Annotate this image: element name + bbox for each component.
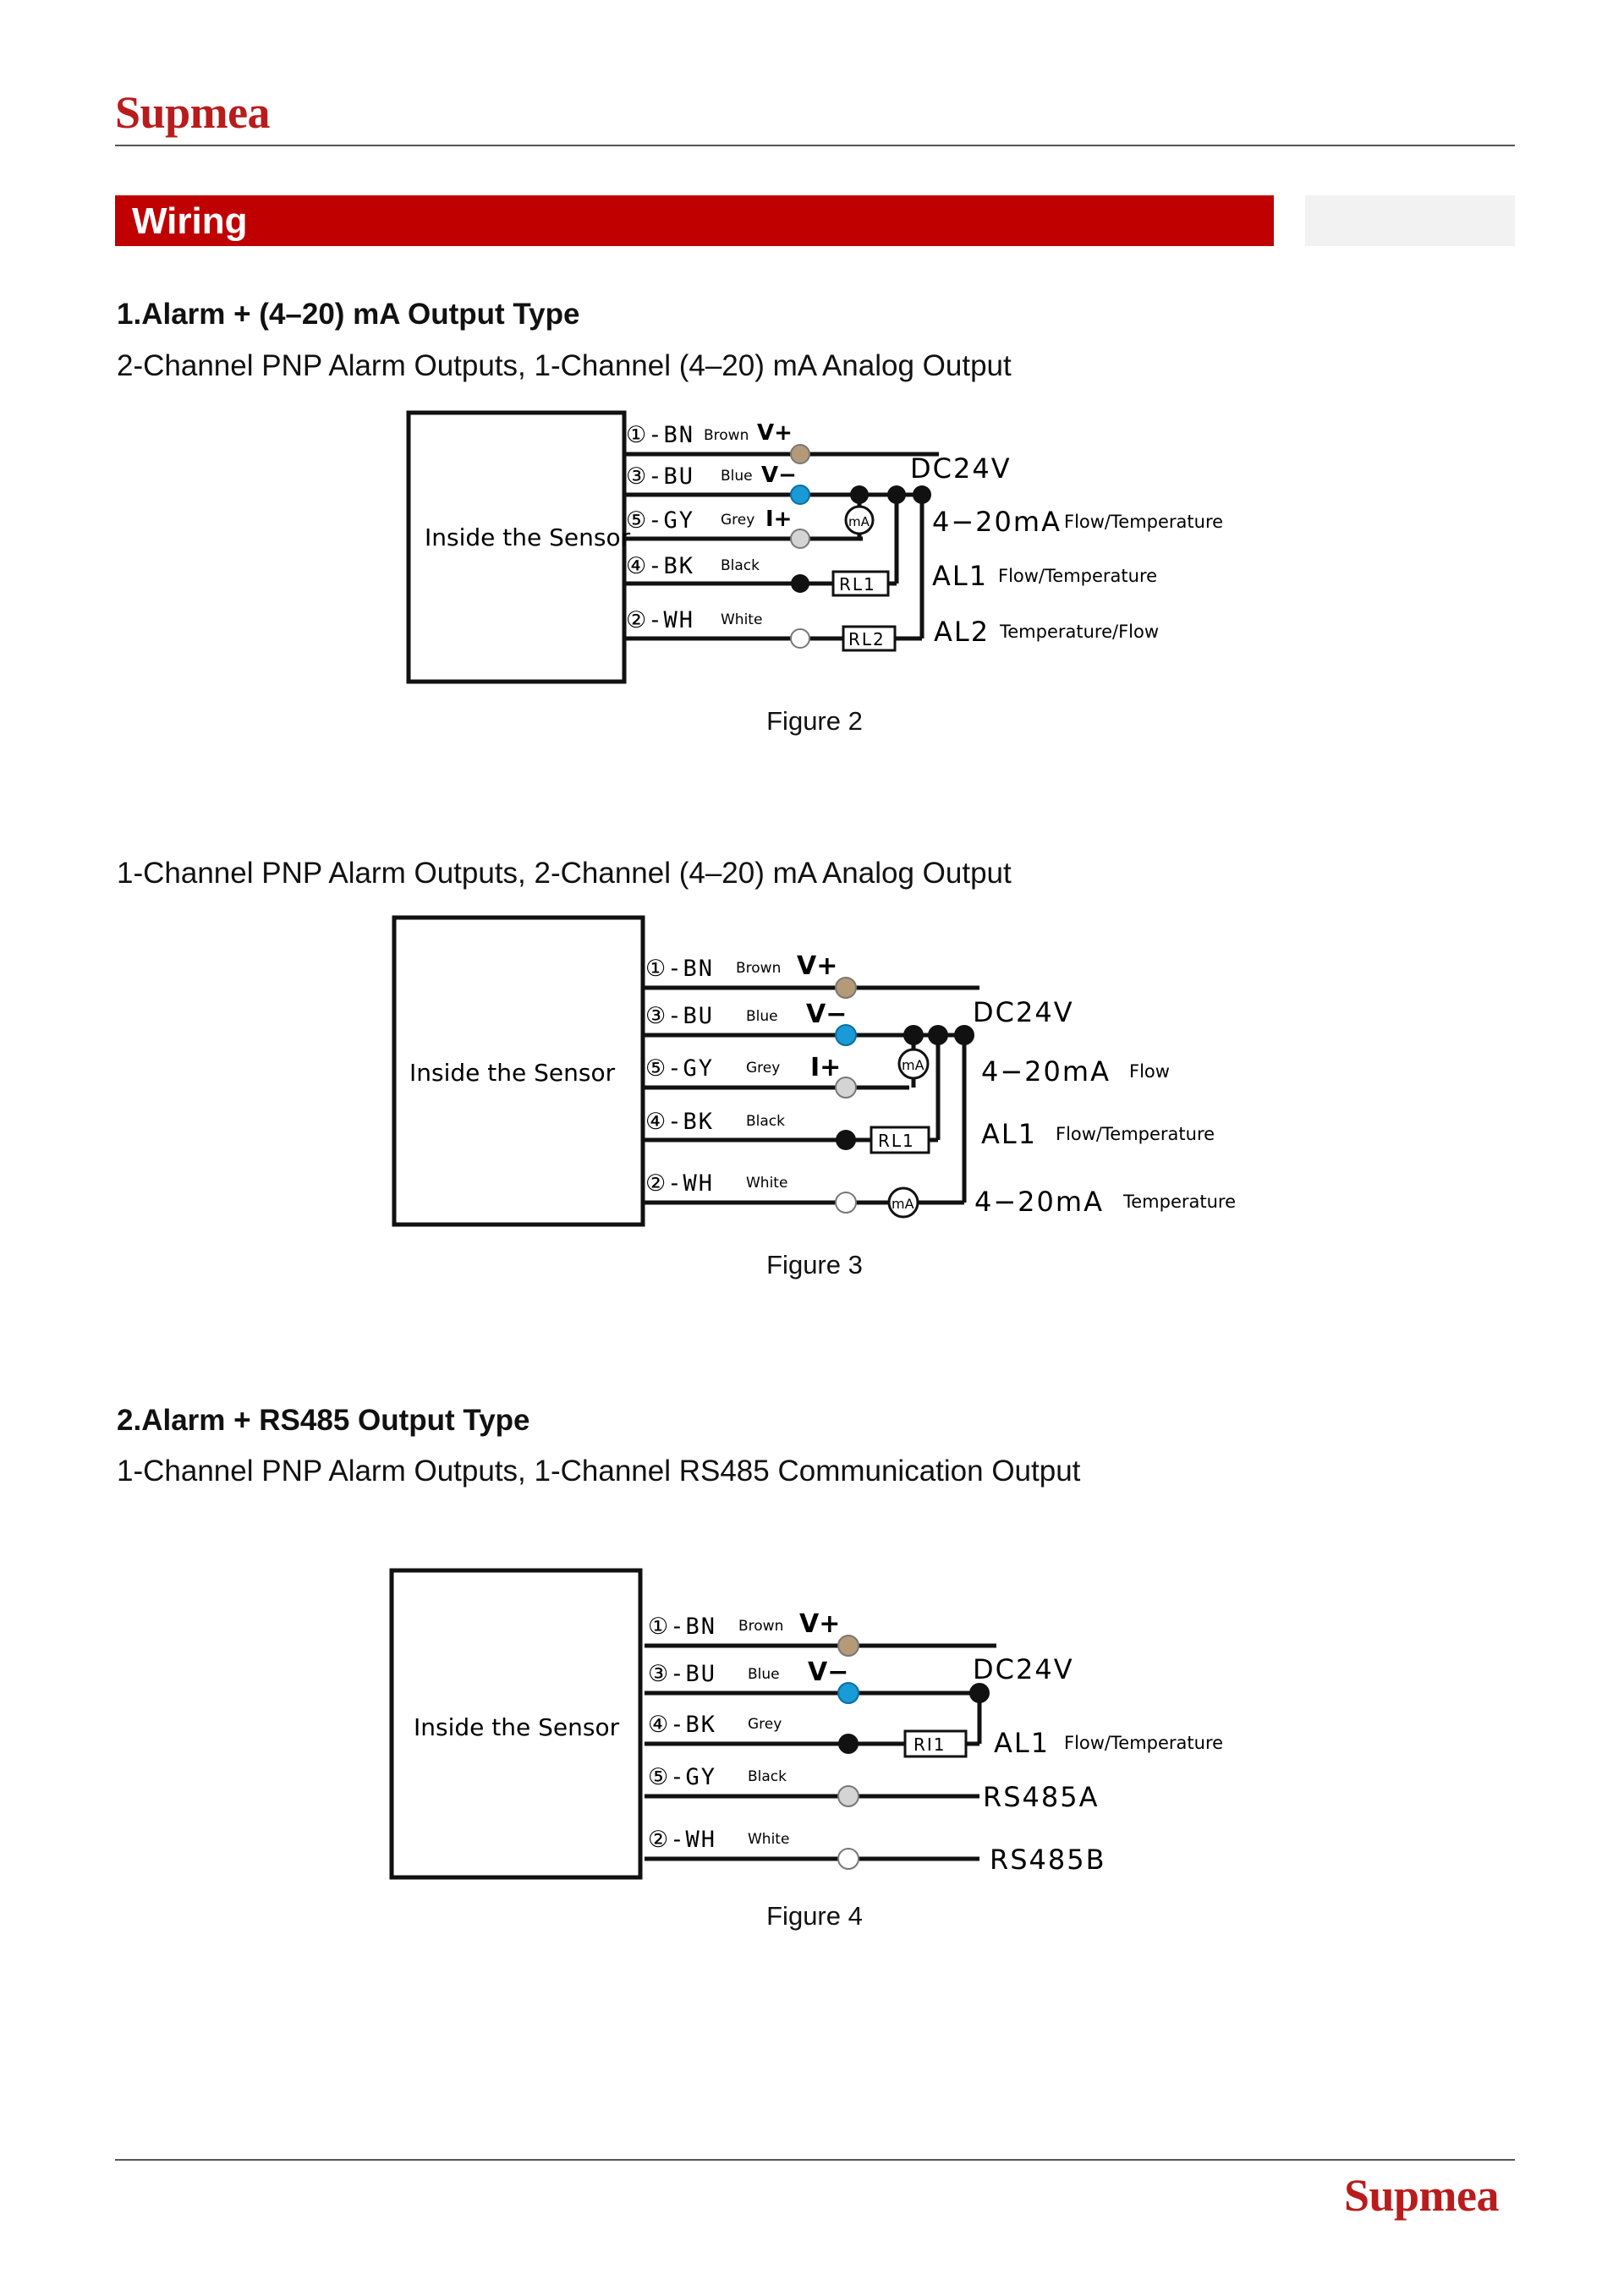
figure2-wire-2-sign: V− bbox=[761, 463, 797, 488]
figure3-wire-2-color: Blue bbox=[746, 1008, 778, 1025]
figure2-output-3-note: Temperature/Flow bbox=[999, 622, 1159, 642]
figure3-wire-3-color: Grey bbox=[746, 1060, 780, 1077]
figure2-relay2-box bbox=[842, 625, 897, 652]
figure2-output-3-label: AL2 bbox=[934, 616, 990, 648]
figure3-output-2-note: Flow/Temperature bbox=[1056, 1124, 1215, 1144]
figure3-output-1-note: Flow bbox=[1129, 1061, 1170, 1082]
figure2-meter-icon bbox=[844, 505, 875, 535]
figure3-wire-1-sign: V+ bbox=[797, 951, 837, 981]
figure2-meter-label: mA bbox=[848, 514, 870, 529]
figure4-wire-3-color: Grey bbox=[748, 1716, 782, 1733]
figure2-wire-2-color: Blue bbox=[721, 468, 753, 485]
figure2-caption: Figure 2 bbox=[766, 706, 863, 736]
figure3-sensor-label: Inside the Sensor bbox=[409, 1059, 616, 1087]
figure2-wire-4-color: Black bbox=[721, 557, 760, 574]
supmea-logo-top: Supmea bbox=[115, 87, 271, 138]
figure3-output-3-note: Temperature bbox=[1122, 1192, 1236, 1212]
figure2-wire-1-color: Brown bbox=[704, 427, 749, 444]
figure3-wire-3-sign: I+ bbox=[810, 1053, 841, 1082]
figure3-meter2-label: mA bbox=[892, 1196, 914, 1212]
figure4-wire-1-color: Brown bbox=[738, 1618, 783, 1635]
figure4-wire-2-sign: V− bbox=[808, 1658, 848, 1687]
figure4-output-2-label: RS485A bbox=[983, 1781, 1100, 1813]
figure4-wire-1-id: ①-BN bbox=[648, 1614, 716, 1640]
figure3-wire-5-id: ②-WH bbox=[645, 1170, 714, 1197]
figure2-wire-5-id: ②-WH bbox=[626, 607, 694, 633]
figure3-relay1-label: RL1 bbox=[878, 1131, 915, 1151]
figure2-output-2-note: Flow/Temperature bbox=[998, 566, 1157, 586]
figure3-wire-4-id: ④-BK bbox=[645, 1109, 714, 1135]
figure3-relay1-box bbox=[870, 1126, 930, 1154]
section-banner: Wiring bbox=[115, 195, 1274, 246]
figure2-output-2-label: AL1 bbox=[932, 560, 988, 592]
section2-heading: 2.Alarm + RS485 Output Type bbox=[117, 1404, 530, 1437]
figure3-wire-5-color: White bbox=[746, 1175, 787, 1192]
figure3-supply-label: DC24V bbox=[973, 996, 1074, 1028]
figure4-wire-1-sign: V+ bbox=[799, 1609, 840, 1639]
figure2-relay1-box bbox=[831, 570, 890, 597]
figure2-relay2-label: RL2 bbox=[848, 629, 886, 649]
figure2-output-1-label: 4−20mA bbox=[932, 506, 1062, 538]
figure4-caption: Figure 4 bbox=[766, 1901, 863, 1931]
figure2-relay1-label: RL1 bbox=[839, 574, 876, 595]
figure3-output-2-label: AL1 bbox=[981, 1118, 1037, 1150]
figure4-supply-label: DC24V bbox=[973, 1653, 1074, 1685]
figure4-sensor-label: Inside the Sensor bbox=[414, 1713, 620, 1741]
figure2-wire-2-id: ③-BU bbox=[626, 463, 694, 490]
figure3-wire-1-color: Brown bbox=[736, 960, 781, 977]
header-divider bbox=[115, 145, 1515, 146]
supmea-logo-bottom: Supmea bbox=[1343, 2170, 1500, 2221]
figure3-meter-label: mA bbox=[902, 1057, 924, 1073]
figure2-wire-4-id: ④-BK bbox=[626, 553, 694, 579]
figure3-wire-1-id: ①-BN bbox=[645, 956, 714, 982]
section1-heading: 1.Alarm + (4–20) mA Output Type bbox=[117, 298, 580, 331]
figure2-wire-3-color: Grey bbox=[721, 512, 754, 529]
figure2-wire-3-sign: I+ bbox=[765, 507, 792, 532]
section2-subtitle: 1-Channel PNP Alarm Outputs, 1-Channel R… bbox=[117, 1455, 1081, 1488]
figure3-caption: Figure 3 bbox=[766, 1250, 863, 1280]
banner-title: Wiring bbox=[132, 200, 248, 242]
figure3-sensor-box bbox=[392, 915, 645, 1227]
figure2-sensor-label: Inside the Sensor bbox=[425, 523, 631, 551]
figure3-wire-2-sign: V− bbox=[806, 1000, 847, 1029]
figure4-wire-5-id: ②-WH bbox=[648, 1827, 716, 1853]
section1-subtitle-b: 1-Channel PNP Alarm Outputs, 2-Channel (… bbox=[117, 857, 1012, 890]
banner-right-block bbox=[1305, 195, 1515, 246]
figure2-wire-5-color: White bbox=[721, 611, 762, 628]
figure2-sensor-box bbox=[406, 410, 627, 684]
figure3-meter-icon bbox=[897, 1048, 930, 1080]
figure4-output-1-label: AL1 bbox=[994, 1727, 1050, 1759]
figure4-output-3-label: RS485B bbox=[990, 1844, 1106, 1876]
figure3-output-3-label: 4−20mA bbox=[974, 1186, 1104, 1218]
figure4-relay1-label: RI1 bbox=[914, 1734, 946, 1755]
section1-subtitle-a: 2-Channel PNP Alarm Outputs, 1-Channel (… bbox=[117, 349, 1012, 382]
figure3-wire-2-id: ③-BU bbox=[645, 1003, 714, 1029]
figure4-wire-2-id: ③-BU bbox=[648, 1661, 716, 1687]
figure2-supply-label: DC24V bbox=[910, 452, 1012, 485]
figure4-sensor-box bbox=[389, 1568, 643, 1880]
figure3-wire-3-id: ⑤-GY bbox=[645, 1055, 714, 1082]
figure4-wire-3-id: ④-BK bbox=[648, 1712, 716, 1738]
figure2-output-1-note: Flow/Temperature bbox=[1064, 512, 1223, 532]
figure4-relay1-box bbox=[903, 1729, 968, 1758]
figure4-wire-4-color: Black bbox=[748, 1768, 787, 1785]
figure4-wire-2-color: Blue bbox=[748, 1666, 780, 1683]
footer-divider bbox=[115, 2159, 1515, 2161]
figure4-output-1-note: Flow/Temperature bbox=[1064, 1733, 1223, 1753]
figure2-wire-3-id: ⑤-GY bbox=[626, 507, 694, 534]
figure3-output-1-label: 4−20mA bbox=[981, 1055, 1111, 1088]
figure3-wire-4-color: Black bbox=[746, 1113, 785, 1130]
figure2-wire-1-sign: V+ bbox=[757, 420, 793, 446]
figure4-wire-5-color: White bbox=[748, 1831, 789, 1848]
figure4-wire-4-id: ⑤-GY bbox=[648, 1764, 716, 1790]
figure2-wire-1-id: ①-BN bbox=[626, 422, 694, 448]
figure3-meter2-icon bbox=[887, 1186, 919, 1219]
